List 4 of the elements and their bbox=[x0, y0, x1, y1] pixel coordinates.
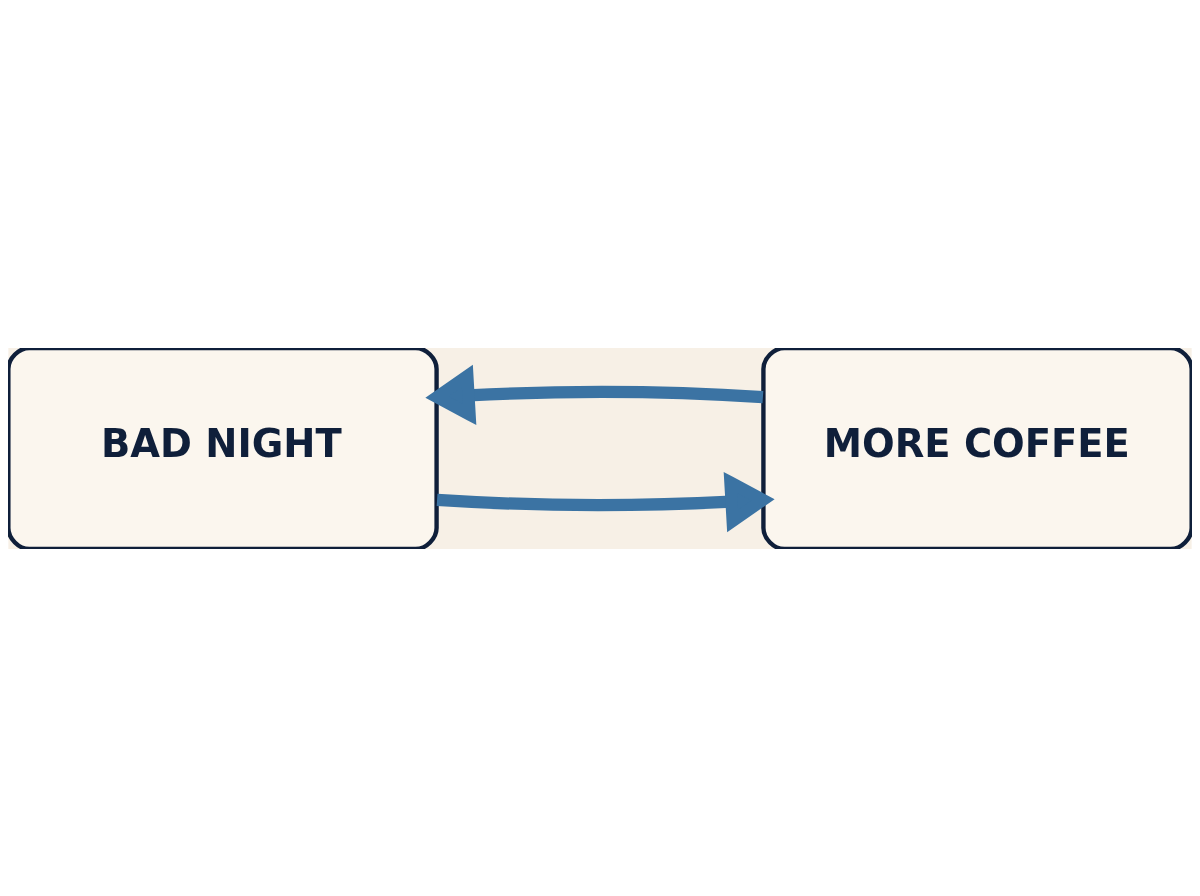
arrow bbox=[425, 364, 764, 425]
node-box: MORE COFFEE bbox=[761, 347, 1192, 549]
arrow bbox=[436, 471, 775, 532]
node-box: BAD NIGHT bbox=[8, 347, 439, 549]
